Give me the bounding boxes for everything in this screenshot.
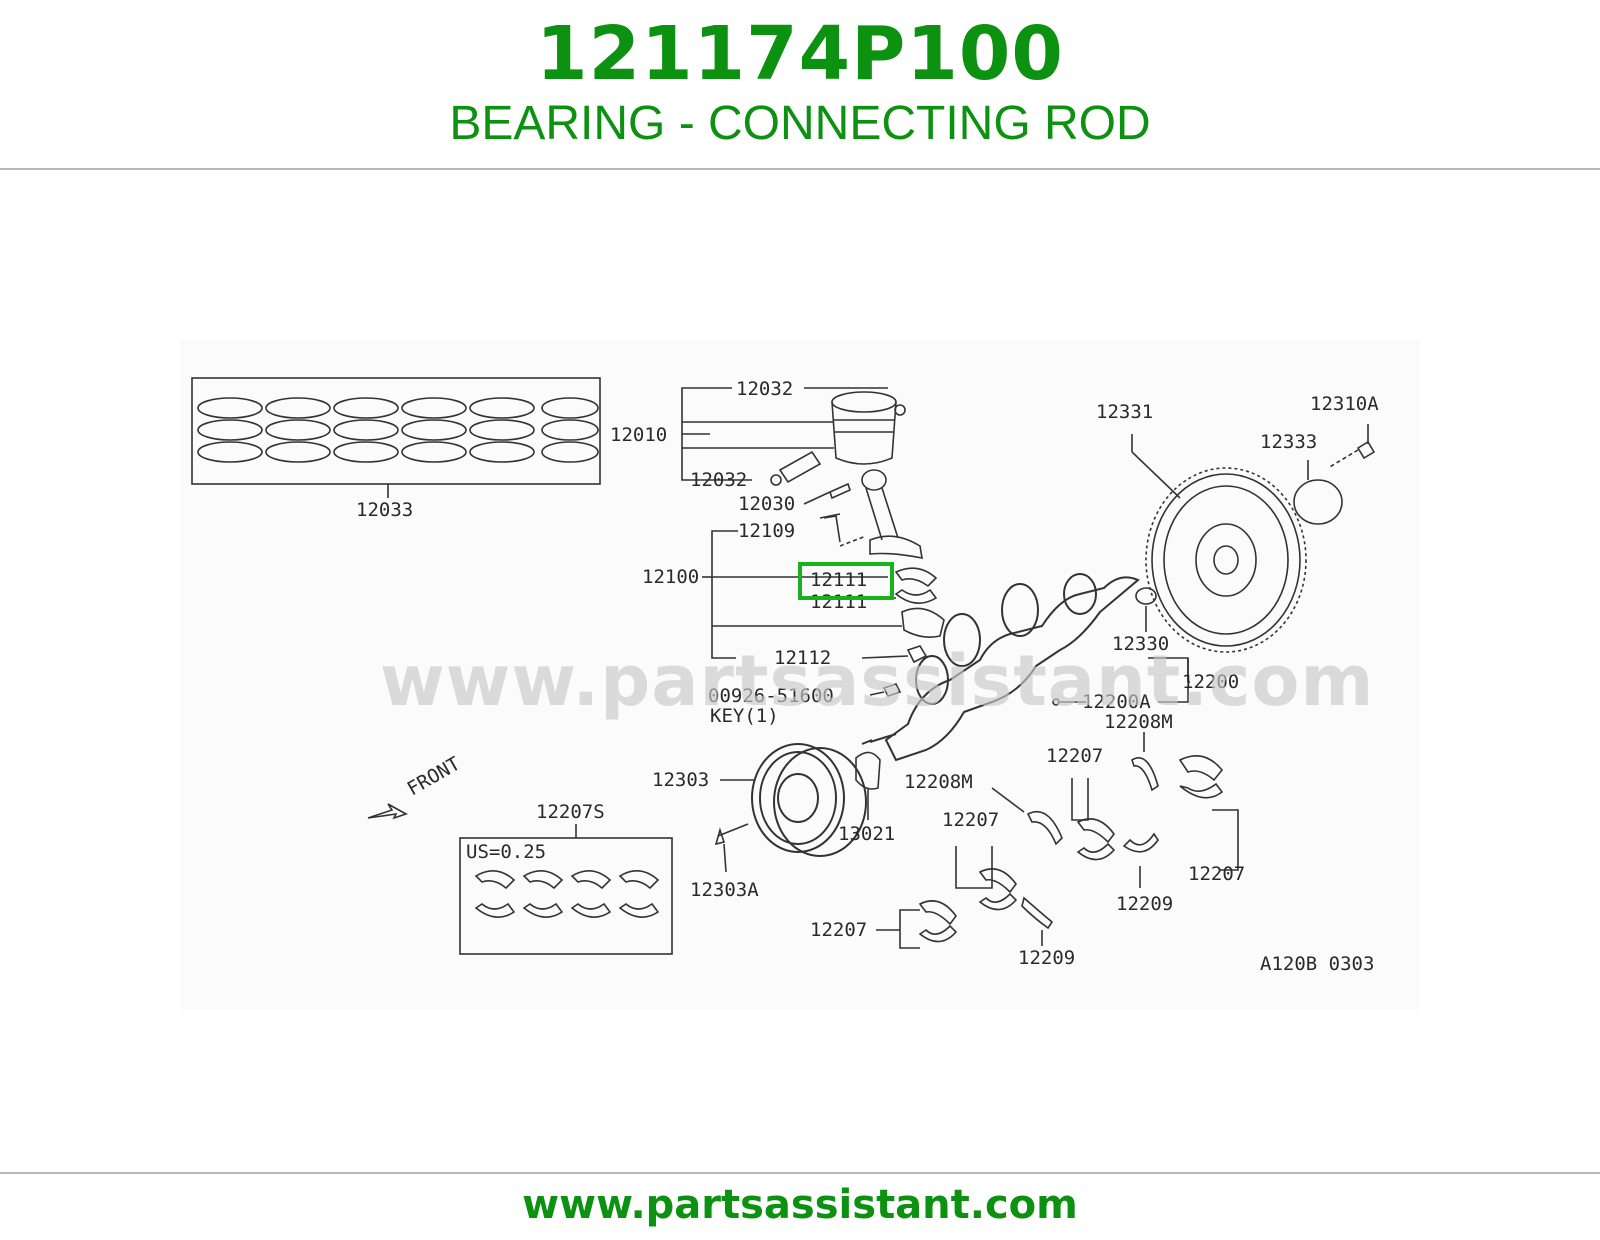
exploded-view-drawing: 12032 12010 12032 12030 12109 12100 1211…: [191, 377, 1379, 975]
part-number-title: 121174P100: [536, 11, 1064, 97]
label-12303a[interactable]: 12303A: [690, 879, 759, 901]
piston-rings: [197, 397, 599, 463]
flywheel-bolt: [1356, 440, 1376, 460]
label-12112[interactable]: 12112: [774, 647, 831, 669]
front-arrow-shape: [367, 803, 408, 820]
label-12207-right[interactable]: 12207: [1188, 863, 1245, 885]
crank-key: [882, 683, 902, 697]
parts-diagram: 12032 12010 12032 12030 12109 12100 1211…: [180, 340, 1420, 1010]
label-diagram-code: A120B 0303: [1260, 953, 1374, 975]
label-12207-upper[interactable]: 12207: [1046, 745, 1103, 767]
footer-url[interactable]: www.partsassistant.com: [522, 1182, 1078, 1228]
label-12209-left[interactable]: 12209: [1018, 947, 1075, 969]
label-12208m-right[interactable]: 12208M: [1104, 711, 1173, 733]
part-description: BEARING - CONNECTING ROD: [449, 97, 1151, 150]
label-12209-right[interactable]: 12209: [1116, 893, 1173, 915]
label-12330[interactable]: 12330: [1112, 633, 1169, 655]
label-12200[interactable]: 12200: [1182, 671, 1239, 693]
highlighted-part-frame[interactable]: [798, 562, 894, 600]
label-00926-51600[interactable]: 00926-51600: [708, 685, 834, 707]
crankshaft: [861, 573, 1140, 762]
label-12207-left[interactable]: 12207: [810, 919, 867, 941]
header-divider: [0, 168, 1600, 170]
piston: [831, 391, 897, 465]
label-12033[interactable]: 12033: [356, 499, 413, 521]
flywheel-plate: [1293, 479, 1343, 525]
label-12310a[interactable]: 12310A: [1310, 393, 1379, 415]
watermark-text: www.partsassistant.com: [380, 640, 1375, 722]
thrust-washer: [1021, 896, 1054, 930]
piston-ring-set-box: [191, 377, 601, 485]
flywheel: [1145, 467, 1307, 653]
label-12303[interactable]: 12303: [652, 769, 709, 791]
label-12109[interactable]: 12109: [738, 520, 795, 542]
crank-pulley: [751, 743, 867, 857]
label-12200a[interactable]: 12200A: [1082, 691, 1151, 713]
label-12032-top[interactable]: 12032: [736, 378, 793, 400]
rod-bearing-lower: [894, 588, 938, 604]
label-key: KEY(1): [710, 705, 779, 727]
connecting-rod: [861, 469, 923, 560]
label-12010[interactable]: 12010: [610, 424, 667, 446]
page-header: 121174P100 BEARING - CONNECTING ROD: [0, 0, 1600, 168]
bearing-set-box: [459, 837, 673, 955]
thrust-washer: [1026, 810, 1063, 846]
rod-cap: [901, 607, 945, 638]
footer-divider: [0, 1172, 1600, 1174]
bearing-set-shells: [474, 870, 660, 918]
label-13021[interactable]: 13021: [838, 823, 895, 845]
label-12331[interactable]: 12331: [1096, 401, 1153, 423]
label-12100[interactable]: 12100: [642, 566, 699, 588]
label-12030[interactable]: 12030: [738, 493, 795, 515]
label-12208m-left[interactable]: 12208M: [904, 771, 973, 793]
rod-nut: [906, 645, 928, 664]
pulley-bolt: [714, 823, 749, 846]
thrust-washer: [1131, 757, 1159, 792]
thrust-washer: [1122, 832, 1159, 853]
label-12207s[interactable]: 12207S: [536, 801, 605, 823]
crank-sprocket: [855, 751, 881, 790]
label-undersize: US=0.25: [466, 841, 546, 863]
label-front: FRONT: [404, 753, 465, 801]
pilot-bushing: [1135, 587, 1157, 605]
label-12032-bottom[interactable]: 12032: [690, 469, 747, 491]
label-12111-highlighted[interactable]: 12111: [810, 569, 867, 591]
piston-pin: [778, 450, 822, 484]
label-12333[interactable]: 12333: [1260, 431, 1317, 453]
rod-bearing-upper: [894, 567, 938, 588]
label-12207-middle[interactable]: 12207: [942, 809, 999, 831]
